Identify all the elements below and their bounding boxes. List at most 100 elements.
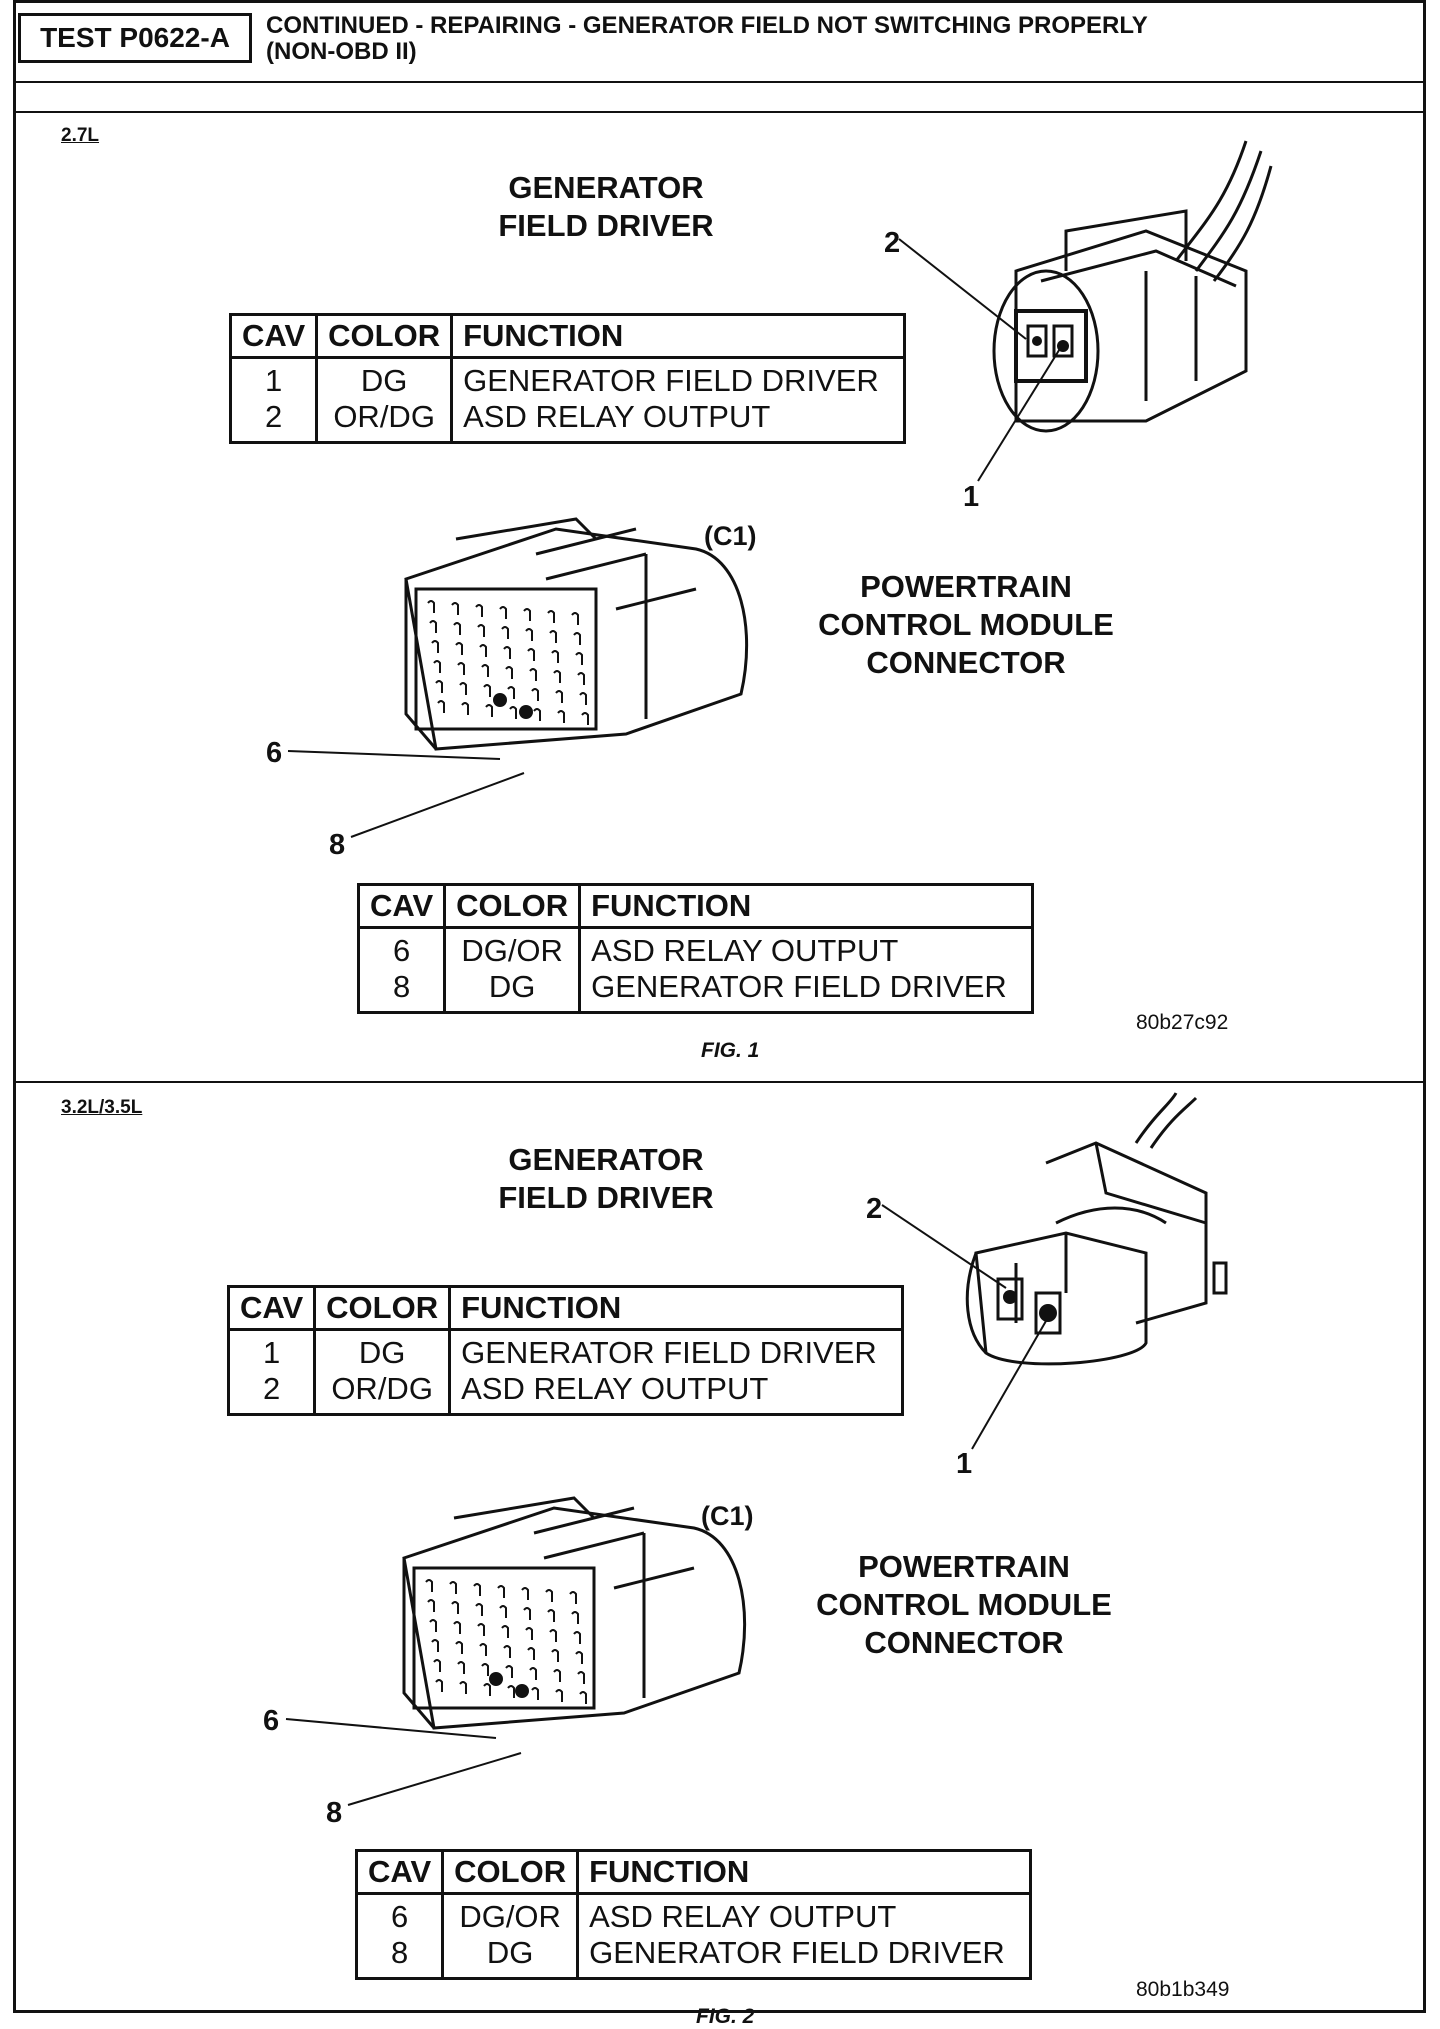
figure-caption: FIG. 2 xyxy=(696,2005,755,2028)
function-cell: GENERATOR FIELD DRIVER xyxy=(576,1935,1031,1979)
pin-mark xyxy=(457,1661,465,1674)
pin-mark xyxy=(551,650,559,663)
pin-mark xyxy=(573,632,581,645)
pcm-pinout-table: CAV COLOR FUNCTION 6 DG/OR ASD RELAY OUT… xyxy=(356,883,1035,1014)
cav-cell: 2 xyxy=(262,1371,281,1406)
pin-mark xyxy=(455,642,463,655)
pin-mark xyxy=(499,606,507,619)
table-row: 2 OR/DG ASD RELAY OUTPUT xyxy=(231,399,905,443)
pin-mark xyxy=(479,1643,487,1656)
generator-pinout-table: CAV COLOR FUNCTION 1 DG GENERATOR FIELD … xyxy=(226,1285,905,1416)
pin-mark xyxy=(575,1651,583,1664)
table-row: 6 DG/OR ASD RELAY OUTPUT xyxy=(357,1893,1031,1935)
function-cell: GENERATOR FIELD DRIVER xyxy=(450,357,905,399)
pin-mark xyxy=(459,1681,467,1694)
page-header: TEST P0622-A CONTINUED - REPAIRING - GEN… xyxy=(16,3,1423,113)
pin-mark xyxy=(553,670,561,683)
color-cell: OR/DG xyxy=(315,399,452,443)
pin-mark xyxy=(527,648,535,661)
c1-label: (C1) xyxy=(701,1501,754,1531)
cav-cell: 2 xyxy=(264,399,283,434)
generator-connector-drawing xyxy=(992,140,1273,433)
pin-mark xyxy=(485,704,493,717)
header-divider xyxy=(16,81,1423,83)
callout-6: 6 xyxy=(266,737,283,769)
pin-mark xyxy=(501,626,509,639)
pin-mark xyxy=(521,1587,529,1600)
pin-mark xyxy=(523,1607,531,1620)
table-header-row: CAV COLOR FUNCTION xyxy=(228,313,907,359)
pin-mark xyxy=(431,1639,439,1652)
figure-id: 80b27c92 xyxy=(1136,1011,1229,1034)
pin-mark xyxy=(481,1663,489,1676)
pin-mark xyxy=(503,646,511,659)
figure-id: 80b1b349 xyxy=(1136,1978,1230,2001)
color-header: COLOR xyxy=(441,1849,580,1895)
pin-mark xyxy=(571,1611,579,1624)
pin-mark xyxy=(523,608,531,621)
function-cell: ASD RELAY OUTPUT xyxy=(578,927,1033,969)
pin-mark xyxy=(499,1605,507,1618)
pin-mark xyxy=(503,1645,511,1658)
pin-mark xyxy=(529,668,537,681)
pcm-pinout-table: CAV COLOR FUNCTION 6 DG/OR ASD RELAY OUT… xyxy=(354,1849,1033,1980)
function-header: FUNCTION xyxy=(576,1849,1033,1895)
callout-8: 8 xyxy=(329,829,346,861)
table-row: 2 OR/DG ASD RELAY OUTPUT xyxy=(229,1371,903,1415)
pin-mark xyxy=(457,662,465,675)
color-cell: DG/OR xyxy=(443,927,580,969)
table-row: 8 DG GENERATOR FIELD DRIVER xyxy=(357,1935,1031,1979)
pin-mark xyxy=(483,1683,491,1696)
table-header-row: CAV COLOR FUNCTION xyxy=(354,1849,1033,1895)
pcm-title: POWERTRAIN CONTROL MODULE CONNECTOR xyxy=(818,569,1114,680)
function-header: FUNCTION xyxy=(578,883,1035,929)
cav-cell: 6 xyxy=(390,1899,409,1934)
pcm-connector-drawing xyxy=(402,1496,747,1730)
pin-mark xyxy=(481,664,489,677)
pin-mark xyxy=(527,1647,535,1660)
color-cell: DG/OR xyxy=(441,1893,578,1935)
pin-mark xyxy=(433,1659,441,1672)
engine-label: 3.2L/3.5L xyxy=(61,1097,143,1118)
table-header-row: CAV COLOR FUNCTION xyxy=(356,883,1035,929)
pin-mark xyxy=(579,1691,587,1704)
color-header: COLOR xyxy=(315,313,454,359)
pin-mark xyxy=(529,1667,537,1680)
pcm-connector-drawing xyxy=(404,517,749,751)
pin-mark xyxy=(435,1679,443,1692)
pin-mark xyxy=(525,628,533,641)
pin-mark xyxy=(451,1601,459,1614)
pin-mark xyxy=(475,604,483,617)
pin-mark xyxy=(577,1671,585,1684)
pin-mark xyxy=(429,1619,437,1632)
pin-mark xyxy=(473,1583,481,1596)
cav-header: CAV xyxy=(228,313,319,359)
engine-label: 2.7L xyxy=(61,125,100,146)
pin-mark xyxy=(557,710,565,723)
pin-mark xyxy=(547,1609,555,1622)
pin-mark xyxy=(531,688,539,701)
pin-mark xyxy=(435,680,443,693)
c1-label: (C1) xyxy=(704,521,757,551)
pin-mark xyxy=(453,622,461,635)
pin-mark xyxy=(427,600,435,613)
color-cell: DG xyxy=(315,357,452,399)
pin-mark xyxy=(549,630,557,643)
pin-mark xyxy=(437,700,445,713)
pin-mark xyxy=(549,1629,557,1642)
pin-mark xyxy=(571,612,579,625)
cav-cell: 8 xyxy=(392,969,411,1004)
function-cell: ASD RELAY OUTPUT xyxy=(448,1371,903,1415)
pin-mark xyxy=(479,644,487,657)
color-header: COLOR xyxy=(443,883,582,929)
pin-mark xyxy=(509,706,517,719)
pcm-leader-lines xyxy=(285,1718,522,1806)
pin-mark xyxy=(555,1689,563,1702)
cav-cell: 6 xyxy=(392,933,411,968)
generator-title: GENERATOR FIELD DRIVER xyxy=(498,1142,714,1215)
color-cell: OR/DG xyxy=(313,1371,450,1415)
pin-mark xyxy=(455,1641,463,1654)
pin-mark xyxy=(575,652,583,665)
pin-mark xyxy=(427,1599,435,1612)
function-header: FUNCTION xyxy=(448,1285,905,1331)
